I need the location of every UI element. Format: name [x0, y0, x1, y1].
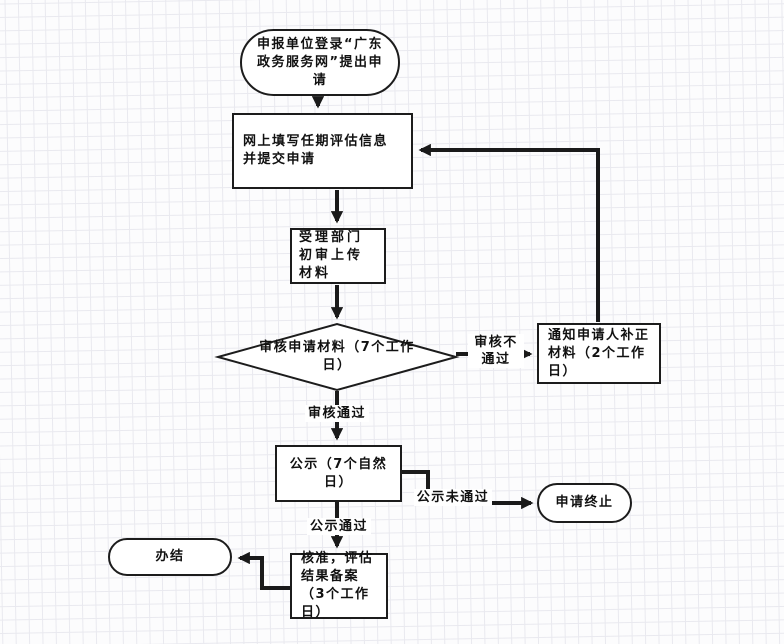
- start-terminator: 申报单位登录“广东政务服务网”提出申请: [240, 29, 400, 96]
- terminate-label: 申请终止: [555, 495, 614, 510]
- edge-label-publicity-pass: 公示通过: [307, 518, 371, 535]
- publicity-process: 公示（7个自然日）: [275, 445, 402, 502]
- notify-fix-label: 通知申请人补正材料（2个工作日）: [548, 327, 650, 379]
- notify-fix-process: 通知申请人补正材料（2个工作日）: [537, 323, 661, 384]
- accept-process: 受理部门初审上传材料: [290, 228, 386, 284]
- record-label: 核准，评估结果备案（3个工作日）: [301, 551, 374, 620]
- done-label: 办结: [155, 549, 185, 564]
- edge-label-review-fail: 审核不通过: [468, 334, 524, 368]
- edge-label-publicity-fail: 公示未通过: [414, 489, 492, 506]
- record-process: 核准，评估结果备案（3个工作日）: [290, 551, 388, 620]
- review-label: 审核申请材料（7个工作日）: [259, 340, 415, 373]
- accept-label: 受理部门初审上传材料: [299, 230, 364, 281]
- fill-info-process: 网上填写任期评估信息并提交申请: [232, 113, 413, 189]
- publicity-label: 公示（7个自然日）: [289, 456, 388, 490]
- edge-record-to-done: [237, 551, 290, 590]
- edge-notify-back-to-fill-info: [418, 143, 600, 322]
- review-decision-diamond: [214, 322, 460, 392]
- edge-label-review-pass: 审核通过: [305, 405, 369, 422]
- start-label: 申报单位登录“广东政务服务网”提出申请: [256, 36, 384, 88]
- review-decision-label-box: 审核申请材料（7个工作日）: [257, 331, 417, 383]
- done-terminator: 办结: [108, 538, 232, 576]
- fill-info-label: 网上填写任期评估信息并提交申请: [243, 134, 389, 167]
- terminate-terminator: 申请终止: [537, 483, 632, 523]
